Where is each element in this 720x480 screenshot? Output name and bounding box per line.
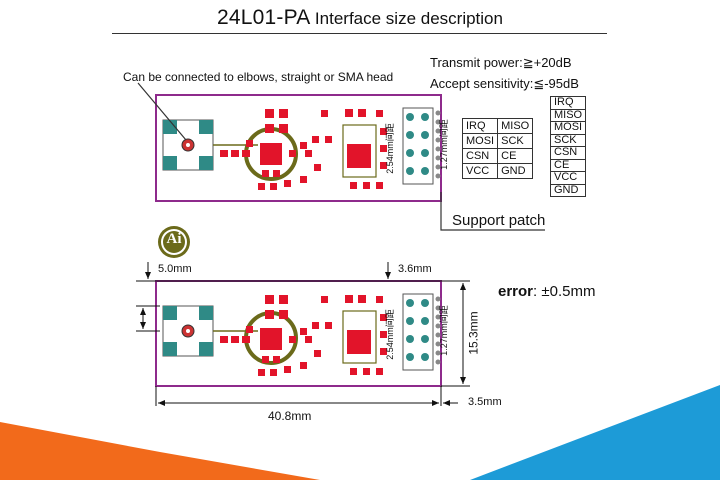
dim-width: 40.8mm: [268, 409, 312, 423]
error-value: : ±0.5mm: [533, 283, 596, 300]
error-label: error: [498, 283, 534, 300]
accept-label: Accept sensitivity:: [430, 76, 534, 91]
pin-list: IRQ MISO MOSI SCK CSN CE VCC GND: [549, 96, 587, 197]
dim-height: 15.3mm: [466, 311, 481, 355]
pin-list-item: CE: [549, 158, 587, 172]
page-title: 24L01-PA Interface size description: [0, 6, 720, 30]
pitch-254-bottom: 2.54mm间距: [384, 309, 395, 360]
dim-left-offset: 5.0mm: [158, 263, 192, 275]
pin-list-item: MOSI: [549, 121, 587, 135]
dim-edge: 3.5mm: [468, 396, 502, 408]
pin-list-item: CSN: [549, 146, 587, 160]
title-underline: [112, 33, 607, 34]
pin-list-item: SCK: [549, 133, 587, 147]
model-name: 24L01-PA: [217, 6, 311, 29]
pitch-127-bottom: 1.27mm间距: [438, 305, 449, 356]
blue-swoosh: [470, 385, 720, 480]
pin-list-item: IRQ: [549, 96, 587, 110]
error-tolerance: error: ±0.5mm: [498, 283, 595, 300]
logo-text: Ai: [166, 231, 182, 247]
accept-sensitivity: Accept sensitivity:≦-95dB: [430, 76, 579, 92]
pin-list-item: MISO: [549, 108, 587, 122]
pin-list-item: VCC: [549, 171, 587, 185]
transmit-label: Transmit power:: [430, 55, 523, 70]
accept-value: ≦-95dB: [533, 76, 579, 91]
pin-cell: CE: [497, 148, 534, 164]
pin-cell: CSN: [461, 148, 499, 164]
transmit-power: Transmit power:≧+20dB: [430, 55, 572, 71]
transmit-value: ≧+20dB: [522, 55, 572, 70]
ai-logo: [158, 226, 190, 258]
pin-cell: MOSI: [461, 133, 499, 149]
dimension-lines: [136, 262, 470, 406]
title-suffix: Interface size description: [314, 9, 503, 28]
bottom-board: [155, 280, 442, 387]
pin-cell: MISO: [497, 118, 534, 134]
dim-right-offset: 3.6mm: [398, 263, 432, 275]
pitch-254-top: 2.54mm间距: [384, 123, 395, 174]
support-patch-label: Support patch: [452, 212, 546, 229]
top-board: [137, 82, 545, 231]
pin-cell: SCK: [497, 133, 534, 149]
connector-note: Can be connected to elbows, straight or …: [123, 70, 394, 84]
pin-list-item: GND: [549, 183, 587, 197]
orange-swoosh: [0, 422, 320, 480]
pin-cell: VCC: [461, 163, 499, 179]
pitch-127-top: 1.27mm间距: [438, 119, 449, 170]
pin-cell: GND: [497, 163, 534, 179]
pin-cell: IRQ: [461, 118, 499, 134]
